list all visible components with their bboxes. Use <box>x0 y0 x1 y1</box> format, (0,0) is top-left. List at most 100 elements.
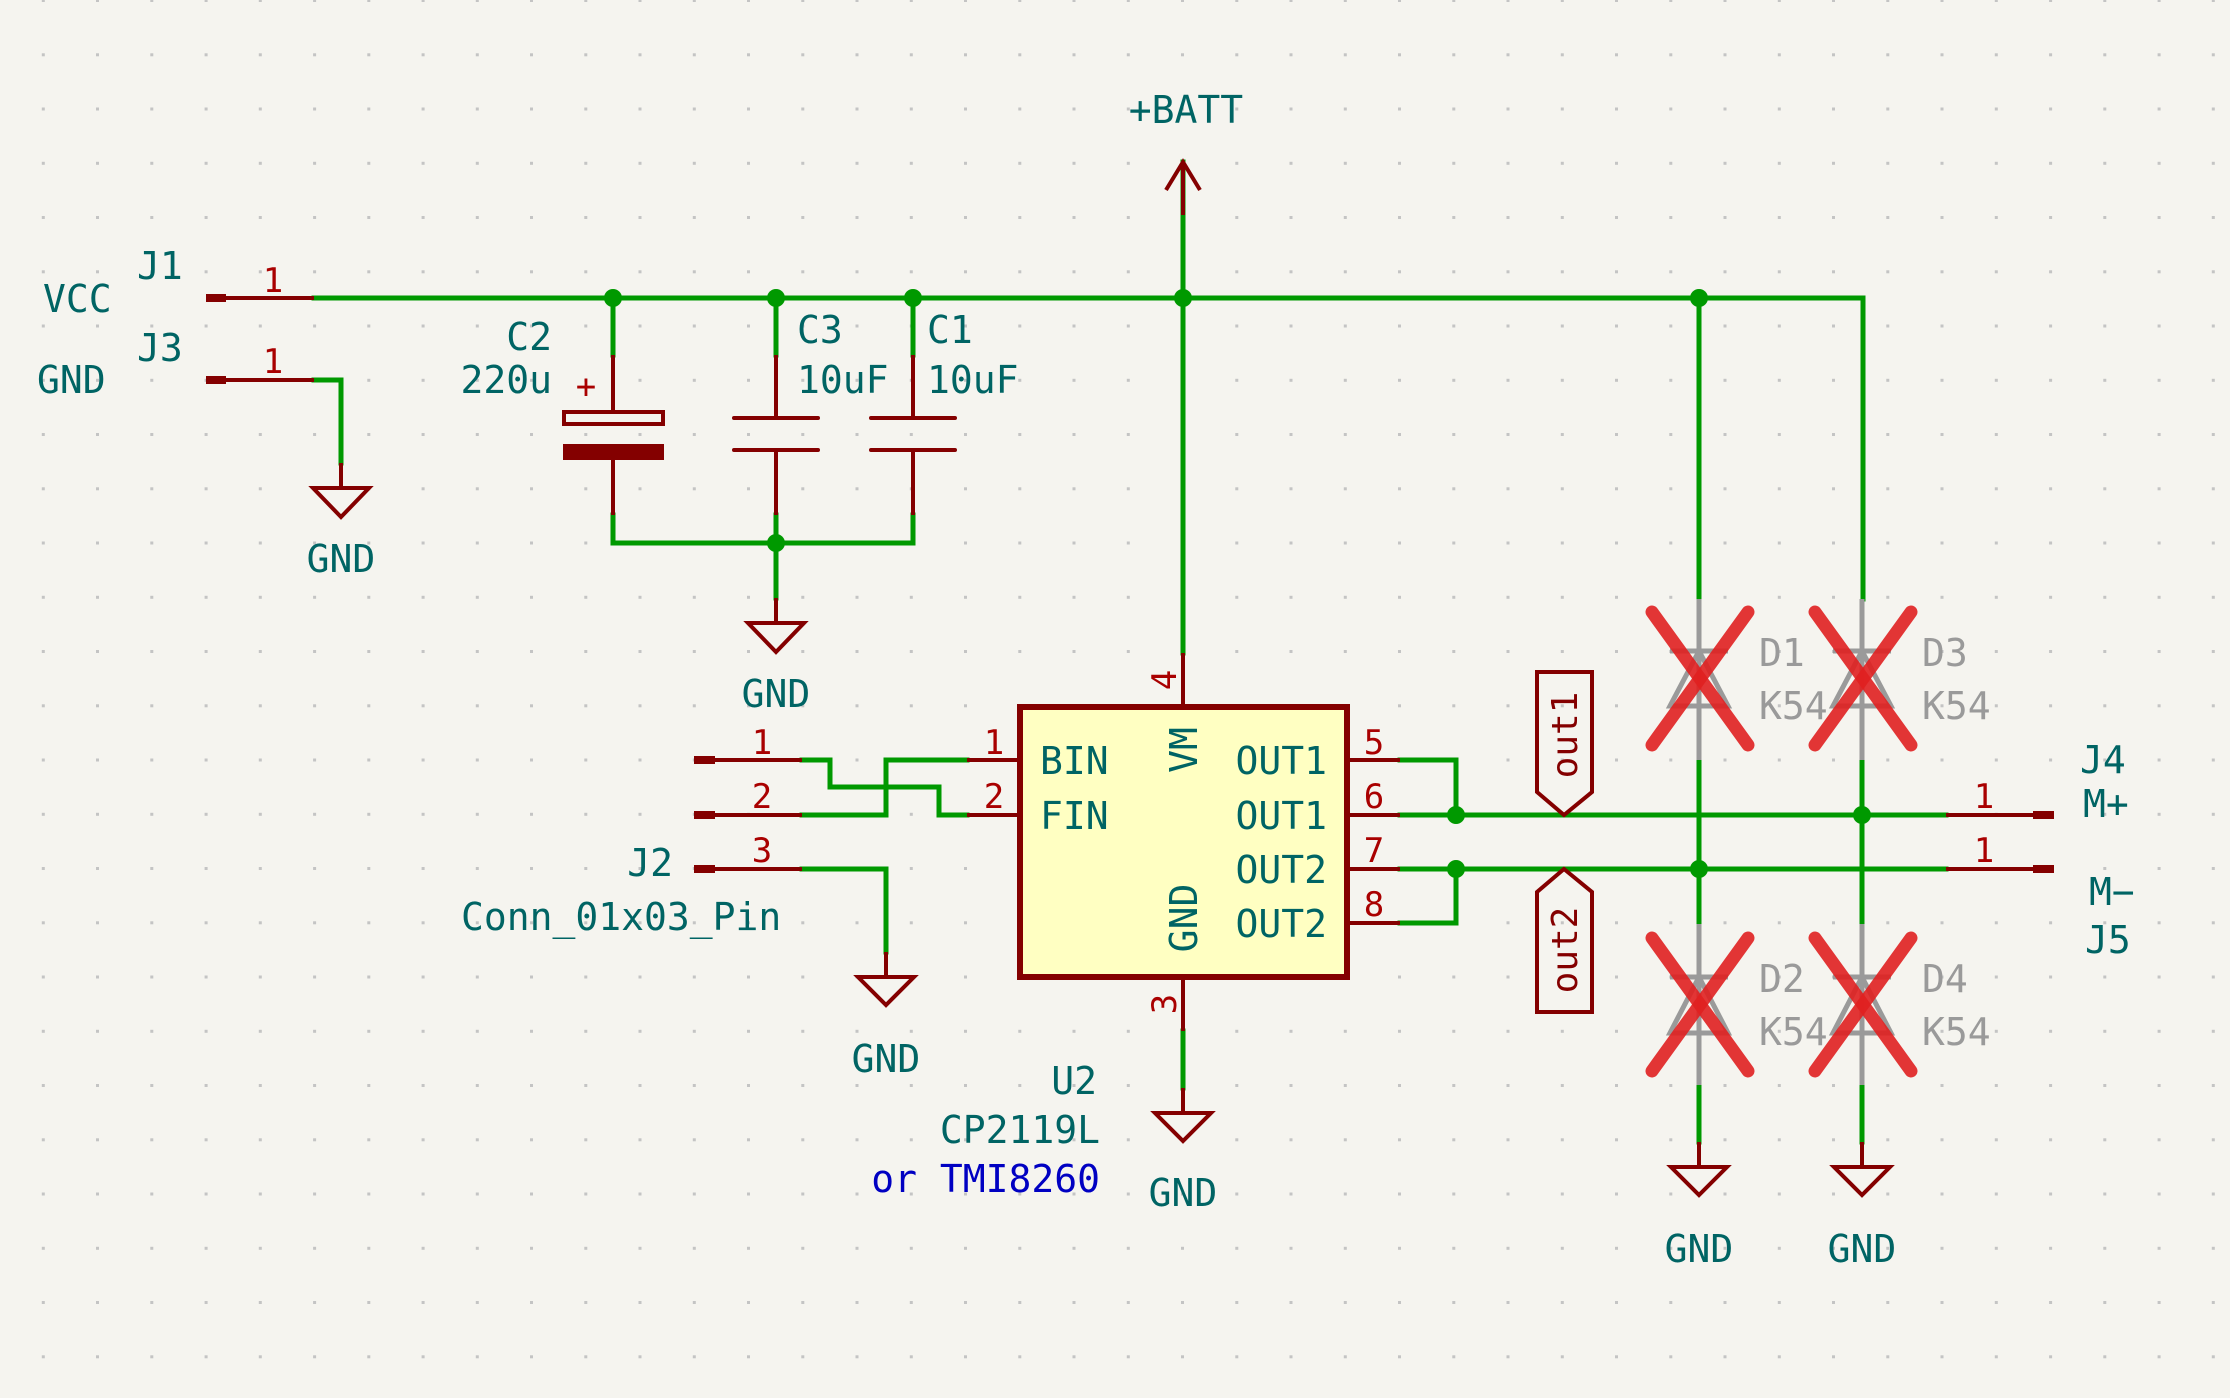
grid-dot <box>1181 0 1184 2</box>
grid-dot <box>855 1301 859 1304</box>
wire-j3-gnd[interactable] <box>311 377 344 466</box>
grid-dot <box>964 1246 967 1250</box>
grid-dot <box>1615 1301 1618 1304</box>
grid-dot <box>313 216 317 219</box>
grid-dot <box>96 216 99 219</box>
grid-dot <box>1126 650 1130 653</box>
grid-dot <box>2049 433 2053 436</box>
wire-cap-gnd[interactable] <box>610 512 916 546</box>
grid-dot <box>313 1192 317 1196</box>
global-label-out1[interactable]: out1 <box>1535 670 1594 818</box>
grid-dot <box>258 704 262 708</box>
grid-dot <box>41 1138 45 1142</box>
wire-out1-tie[interactable] <box>1397 757 1459 818</box>
pin-number: 3 <box>752 831 772 871</box>
grid-dot <box>1398 704 1401 708</box>
grid-dot <box>1343 324 1347 328</box>
grid-dot <box>1723 921 1727 925</box>
grid-dot <box>855 758 859 762</box>
wire-out2-tie[interactable] <box>1397 866 1459 926</box>
grid-dot <box>2157 0 2161 2</box>
power-batt[interactable]: +BATT <box>1129 88 1243 215</box>
grid-dot <box>1669 0 1673 2</box>
capacitor-c1[interactable]: C1 10uF <box>869 308 1019 515</box>
grid-dot <box>1886 433 1890 436</box>
grid-dot <box>41 867 45 870</box>
grid-dot <box>1940 433 1944 436</box>
grid-dot <box>1832 324 1835 328</box>
grid-dot <box>1452 1084 1456 1087</box>
wire-vcc-rail[interactable] <box>311 295 1866 602</box>
wire-j2-pin2-to-bin[interactable] <box>799 757 970 818</box>
diode-d3[interactable]: D3 K54 <box>1808 599 1991 760</box>
capacitor-c3[interactable]: C3 10uF <box>732 308 889 515</box>
connector-j5[interactable]: 1 M− J5 <box>1946 831 2135 962</box>
grid-dot <box>258 1084 262 1087</box>
grid-dot <box>1723 107 1727 111</box>
capacitor-c2[interactable]: + C2 220u <box>460 315 665 515</box>
grid-dot <box>692 216 696 219</box>
grid-dot <box>1343 433 1347 436</box>
grid-dot <box>964 1301 967 1304</box>
grid-dot <box>747 1084 750 1087</box>
global-label-out2[interactable]: out2 <box>1535 866 1594 1014</box>
gnd-label: GND <box>1828 1227 1897 1271</box>
grid-dot <box>747 324 750 328</box>
wires <box>311 159 1949 1145</box>
gnd-symbol-j2[interactable]: GND <box>852 952 921 1081</box>
gnd-symbol-j3[interactable]: GND <box>307 463 376 581</box>
grid-dot <box>475 921 479 925</box>
gnd-symbol-d2[interactable]: GND <box>1665 1142 1734 1271</box>
connector-j1[interactable]: 1 J1 VCC <box>43 244 314 321</box>
grid-dot <box>1235 433 1239 436</box>
grid-dot <box>204 595 208 599</box>
grid-dot <box>692 975 696 979</box>
diode-d1[interactable]: D1 K54 <box>1645 599 1828 760</box>
grid-dot <box>1994 0 1998 2</box>
gnd-symbol-caps[interactable]: GND <box>742 598 811 716</box>
gnd-symbol-u2[interactable]: GND <box>1149 1088 1218 1215</box>
connector-j3[interactable]: 1 J3 GND <box>37 326 314 402</box>
grid-dot <box>964 270 967 274</box>
grid-dot <box>1235 378 1239 382</box>
wire-j2-pin3-gnd[interactable] <box>799 866 889 955</box>
ic-u2[interactable]: 1 BIN 2 FIN 4 VM 3 GND 5 OUT1 6 OUT1 7 O… <box>871 653 1400 1201</box>
gnd-symbol-d4[interactable]: GND <box>1828 1142 1897 1271</box>
grid-dot <box>1289 324 1293 328</box>
grid-dot <box>1560 1084 1564 1087</box>
connector-j4[interactable]: 1 J4 M+ <box>1946 738 2129 826</box>
grid-dot <box>855 270 859 274</box>
grid-dot <box>530 107 533 111</box>
grid-dot <box>204 867 208 870</box>
grid-dot <box>1506 161 1510 165</box>
grid-dot <box>150 975 154 979</box>
grid-dot <box>747 433 750 436</box>
grid-dot <box>96 812 99 816</box>
grid-dot <box>1886 541 1890 545</box>
grid-dot <box>964 867 967 870</box>
grid-dot <box>1506 758 1510 762</box>
grid-dot <box>204 1029 208 1033</box>
grid-dot <box>1235 541 1239 545</box>
grid-dot <box>421 921 425 925</box>
connector-j2[interactable]: 1 2 3 J2 Conn_01x03_Pin <box>461 723 802 940</box>
grid-dot <box>313 0 317 2</box>
grid-dot <box>2211 1301 2215 1304</box>
grid-dot <box>1235 1246 1239 1250</box>
grid-dot <box>1723 1138 1727 1142</box>
grid-dot <box>1615 1084 1618 1087</box>
grid-dot <box>747 1355 750 1359</box>
grid-dot <box>1235 1301 1239 1304</box>
grid-dot <box>421 53 425 57</box>
grid-dot <box>1452 378 1456 382</box>
grid-dot <box>421 216 425 219</box>
diode-d4[interactable]: D4 K54 <box>1808 924 1991 1085</box>
grid-dot <box>1886 378 1890 382</box>
grid-dot <box>367 324 371 328</box>
grid-dot <box>1560 1029 1564 1033</box>
grid-dot <box>1072 270 1076 274</box>
grid-dot <box>2103 1029 2107 1033</box>
grid-dot <box>1832 921 1835 925</box>
diode-d2[interactable]: D2 K54 <box>1645 924 1828 1085</box>
